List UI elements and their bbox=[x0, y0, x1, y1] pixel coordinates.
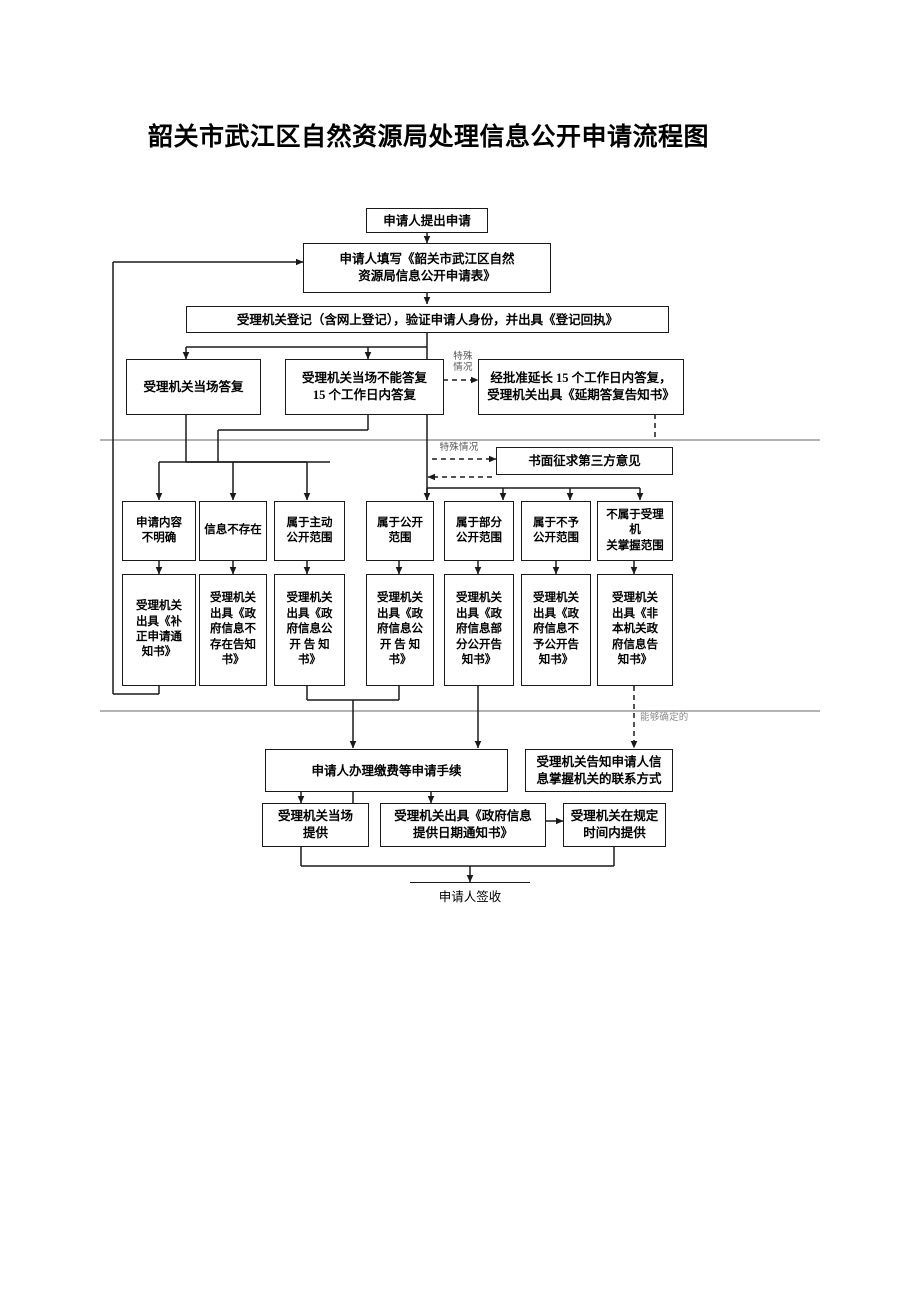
node-doc-partial-disclosure-notice[interactable]: 受理机关 出具《政 府信息部 分公开告 知书》 bbox=[444, 574, 514, 686]
node-category-not-held[interactable]: 不属于受理机 关掌握范围 bbox=[597, 501, 673, 561]
node-contact-info[interactable]: 受理机关告知申请人信 息掌握机关的联系方式 bbox=[525, 749, 673, 792]
node-doc-disclosure-notice-b[interactable]: 受理机关 出具《政 府信息公 开 告 知 书》 bbox=[366, 574, 434, 686]
node-provide-onsite[interactable]: 受理机关当场 提供 bbox=[262, 803, 369, 847]
node-category-public[interactable]: 属于公开 范围 bbox=[366, 501, 434, 561]
node-answer-extended[interactable]: 经批准延长 15 个工作日内答复， 受理机关出具《延期答复告知书》 bbox=[478, 359, 684, 415]
node-register[interactable]: 受理机关登记（含网上登记），验证申请人身份，并出具《登记回执》 bbox=[186, 306, 669, 333]
node-apply[interactable]: 申请人提出申请 bbox=[366, 208, 488, 233]
node-signature[interactable]: 申请人签收 bbox=[410, 882, 530, 905]
node-doc-other-agency-notice[interactable]: 受理机关 出具《非 本机关政 府信息告 知书》 bbox=[597, 574, 673, 686]
node-fee-procedure[interactable]: 申请人办理缴费等申请手续 bbox=[265, 749, 508, 792]
node-signature-label: 申请人签收 bbox=[438, 890, 502, 904]
node-form[interactable]: 申请人填写《韶关市武江区自然 资源局信息公开申请表》 bbox=[303, 243, 551, 293]
node-provide-in-time[interactable]: 受理机关在规定 时间内提供 bbox=[563, 803, 666, 847]
node-doc-disclosure-notice-a[interactable]: 受理机关 出具《政 府信息公 开 告 知 书》 bbox=[274, 574, 345, 686]
node-answer-onsite[interactable]: 受理机关当场答复 bbox=[126, 359, 261, 415]
node-category-partial[interactable]: 属于部分 公开范围 bbox=[444, 501, 514, 561]
node-category-proactive[interactable]: 属于主动 公开范围 bbox=[274, 501, 345, 561]
node-doc-supplement-notice[interactable]: 受理机关 出具《补 正申请通 知书》 bbox=[122, 574, 196, 686]
node-doc-not-exist-notice[interactable]: 受理机关 出具《政 府信息不 存在告知 书》 bbox=[199, 574, 267, 686]
annotation-special-case-top: 特殊 情况 bbox=[453, 352, 473, 373]
node-category-not-exist[interactable]: 信息不存在 bbox=[199, 501, 267, 561]
node-category-nondisclosure[interactable]: 属于不予 公开范围 bbox=[521, 501, 591, 561]
node-category-unclear[interactable]: 申请内容 不明确 bbox=[122, 501, 196, 561]
page-title: 韶关市武江区自然资源局处理信息公开申请流程图 bbox=[148, 123, 710, 151]
node-third-party-opinion[interactable]: 书面征求第三方意见 bbox=[496, 447, 673, 475]
annotation-determinable: 能够确定的 bbox=[640, 713, 689, 723]
node-provide-date-notice[interactable]: 受理机关出具《政府信息 提供日期通知书》 bbox=[380, 803, 546, 847]
node-doc-nondisclosure-notice[interactable]: 受理机关 出具《政 府信息不 予公开告 知书》 bbox=[521, 574, 591, 686]
annotation-special-case-mid: 特殊情况 bbox=[439, 443, 479, 453]
node-answer-15days[interactable]: 受理机关当场不能答复 15 个工作日内答复 bbox=[285, 359, 444, 415]
